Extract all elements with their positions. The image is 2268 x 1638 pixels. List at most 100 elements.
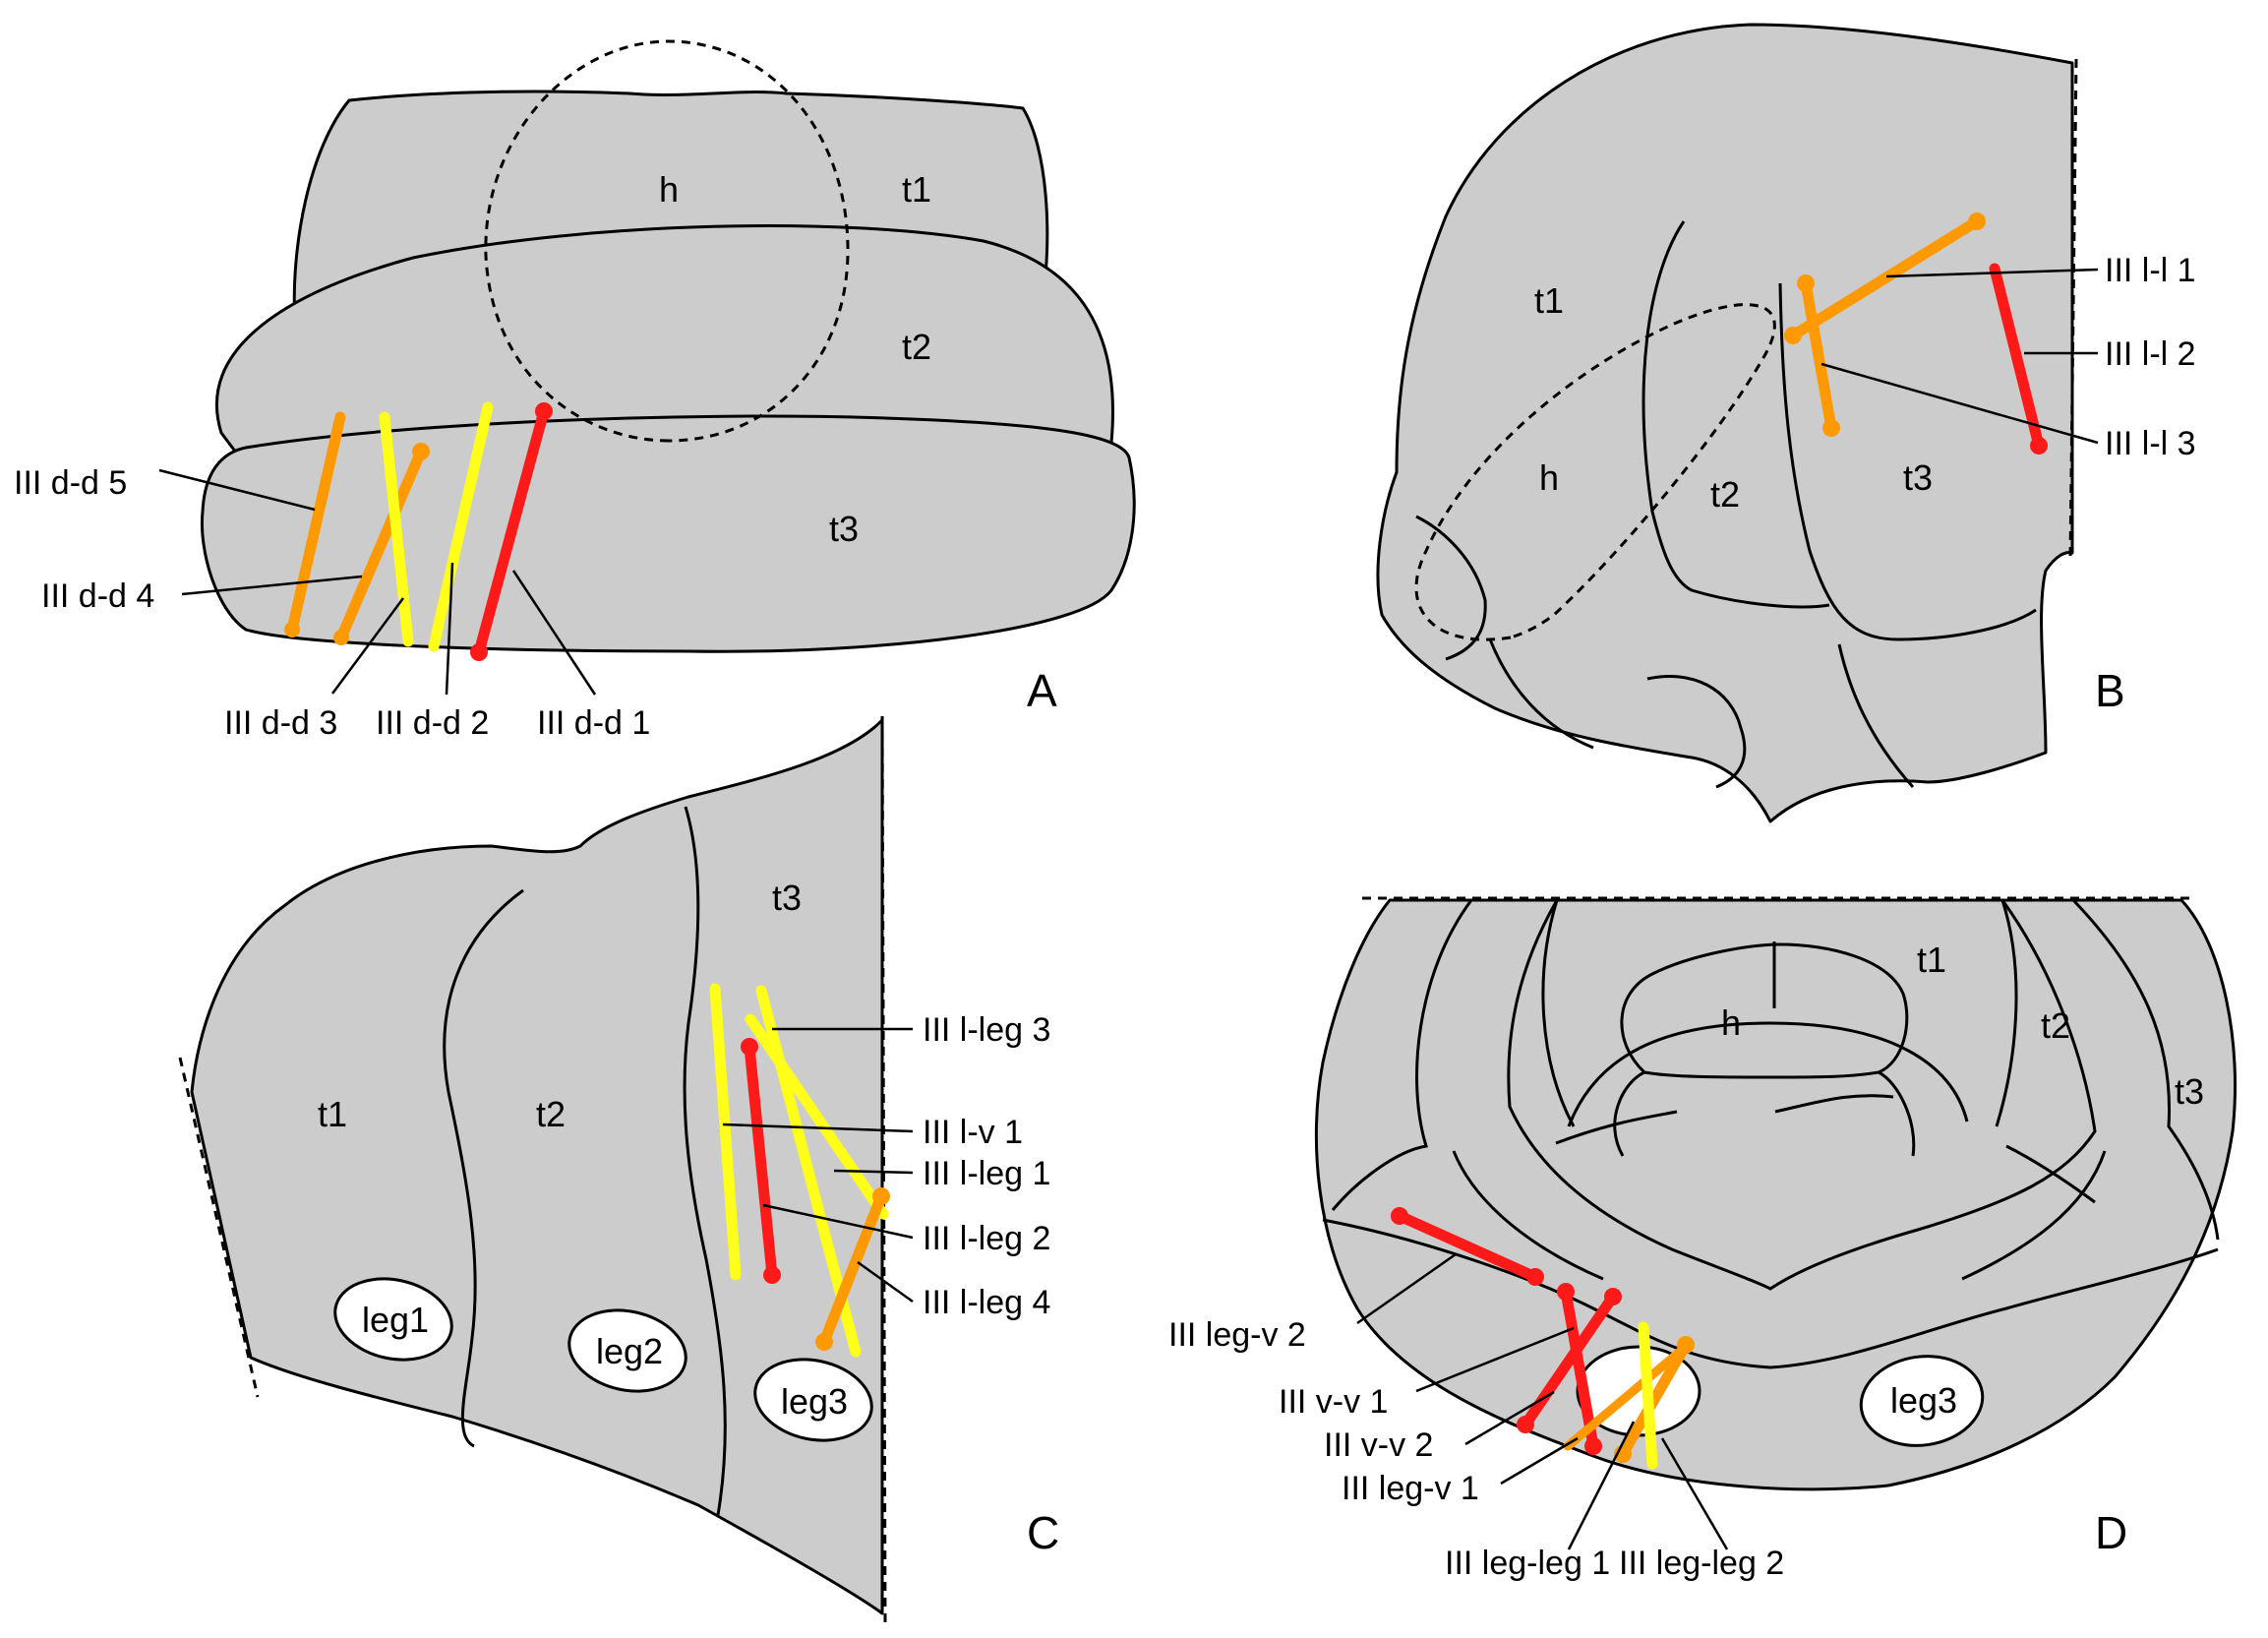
annotation-leg-leg-1: III leg-leg 1 [1445, 1545, 1610, 1582]
annotation-l-l-1: III l-l 1 [2105, 252, 2196, 289]
boundary-t2-t3-b [1778, 282, 2037, 641]
muscle-iii-l-l-2 [1989, 263, 2045, 452]
leader-leg-leg-1 [1567, 1421, 1636, 1550]
muscle-iii-d-d-4 [335, 446, 427, 643]
muscle-iii-v-v-1 [1560, 1286, 1599, 1452]
label-h-a: h [659, 169, 679, 210]
panel-c: t3 t1 t2 leg1 leg2 leg3 III l-leg 3 III … [178, 715, 1059, 1624]
annotation-l-leg-4: III l-leg 4 [923, 1284, 1050, 1321]
leg3-right-hole [1859, 1355, 1985, 1447]
cut-line-right-c [880, 715, 887, 1624]
leg-fold-2-b [1646, 674, 1747, 789]
panel-a: h t1 t2 t3 III d-d 5 III d-d 4 III d-d 3… [14, 39, 1136, 742]
muscle-end [1557, 1283, 1575, 1301]
leader-leg-v-1 [1500, 1436, 1579, 1486]
label-leg2: leg2 [596, 1331, 663, 1371]
label-t2-b: t2 [1710, 474, 1740, 515]
muscle-end [1677, 1336, 1695, 1354]
cut-line-b [2068, 58, 2078, 560]
leader-l-l-3 [1820, 362, 2099, 445]
leader-d-d-5 [158, 468, 316, 512]
muscle-iii-d-d-5 [286, 411, 346, 636]
label-h-d: h [1721, 1002, 1741, 1043]
head-capsule-d [1613, 942, 1916, 1157]
annotation-d-d-3: III d-d 3 [224, 704, 337, 742]
label-t2-a: t2 [902, 327, 931, 367]
leader-l-l-1 [1885, 268, 2099, 278]
muscle-iii-v-v-2 [1520, 1291, 1619, 1430]
panel-letter-a: A [1027, 665, 1057, 716]
leader-d-d-1 [511, 570, 597, 696]
annotation-l-l-2: III l-l 2 [2105, 335, 2196, 373]
ventral-fold-d [1322, 1218, 2219, 1369]
body-outline-b [1376, 23, 2074, 823]
muscle-end [1604, 1288, 1622, 1305]
annotation-leg-v-2: III leg-v 2 [1168, 1316, 1306, 1354]
segment-t1-d [1541, 899, 2018, 1127]
muscle-end [1968, 212, 1986, 230]
annotation-d-d-5: III d-d 5 [14, 464, 127, 502]
muscle-iii-d-d-1 [473, 405, 550, 658]
label-t3-c: t3 [772, 878, 802, 918]
label-t3-b: t3 [1903, 457, 1933, 498]
muscle-iii-leg-v-1 [1563, 1341, 1692, 1451]
boundary-t1-d [1555, 1094, 2096, 1204]
leader-l-leg-2 [762, 1203, 914, 1240]
body-outline-c [190, 718, 884, 1615]
panel-letter-b: B [2095, 665, 2125, 716]
leader-v-v-2 [1464, 1390, 1555, 1446]
muscle-iii-l-l-3 [1800, 277, 1837, 434]
muscle-end [872, 1187, 890, 1205]
panel-b: t1 h t2 t3 III l-l 1 III l-l 2 III l-l 3… [1376, 23, 2196, 823]
leader-d-d-3 [330, 597, 405, 695]
leader-leg-v-2 [1356, 1252, 1457, 1325]
muscle-end [1822, 419, 1840, 437]
muscle-iii-leg-leg-1 [1617, 1339, 1692, 1460]
panel-letter-d: D [2095, 1507, 2127, 1558]
annotation-leg-v-1: III leg-v 1 [1342, 1470, 1479, 1507]
annotation-l-leg-1: III l-leg 1 [923, 1155, 1050, 1192]
segment-t3-a [200, 414, 1136, 653]
annotation-leg-leg-2: III leg-leg 2 [1619, 1545, 1784, 1582]
leader-d-d-2 [445, 562, 454, 696]
leg-fold-3-b [1837, 643, 1915, 789]
label-t1-c: t1 [318, 1094, 347, 1134]
panel-letter-c: C [1027, 1507, 1059, 1558]
leg-fold-1-b [1488, 638, 1594, 750]
annotation-l-leg-3: III l-leg 3 [923, 1011, 1050, 1049]
boundary-t1-t2-c [443, 888, 524, 1448]
label-t1-d: t1 [1917, 940, 1946, 980]
annotation-l-leg-2: III l-leg 2 [923, 1220, 1050, 1257]
label-t2-c: t2 [536, 1094, 566, 1134]
label-t2-d: t2 [2041, 1005, 2070, 1046]
muscle-iii-leg-leg-2 [1638, 1321, 1658, 1470]
muscle-iii-d-d-2 [428, 401, 494, 652]
annotation-v-v-1: III v-v 1 [1279, 1383, 1388, 1421]
boundary-t2-t3-c [683, 806, 727, 1516]
leader-leg-leg-2 [1660, 1437, 1729, 1550]
muscle-end [1391, 1207, 1408, 1225]
muscle-iii-l-leg-1 [745, 1013, 889, 1220]
leader-d-d-4 [181, 575, 363, 596]
leg1-hole [333, 1277, 453, 1362]
label-leg1: leg1 [362, 1300, 429, 1340]
label-h-b: h [1539, 457, 1559, 498]
boundary-t3-d [1331, 899, 1473, 1211]
muscle-iii-l-leg-4 [818, 1190, 887, 1348]
muscle-end [412, 443, 430, 460]
head-collar-d [1567, 1021, 1969, 1127]
leg2-hole [567, 1308, 687, 1393]
muscle-end [1784, 327, 1802, 344]
muscle-end [763, 1266, 781, 1284]
leg3-hole [753, 1358, 873, 1442]
segment-t2-a [215, 224, 1114, 455]
muscle-iii-l-l-1 [1787, 215, 1983, 341]
muscle-end [741, 1038, 758, 1056]
muscle-iii-leg-v-2 [1394, 1210, 1541, 1283]
annotation-d-d-1: III d-d 1 [537, 704, 650, 742]
leader-l-leg-1 [833, 1169, 914, 1175]
boundary-t2-d [1507, 899, 2097, 1291]
cut-line-left-c [178, 1057, 260, 1398]
leader-v-v-1 [1415, 1326, 1575, 1393]
